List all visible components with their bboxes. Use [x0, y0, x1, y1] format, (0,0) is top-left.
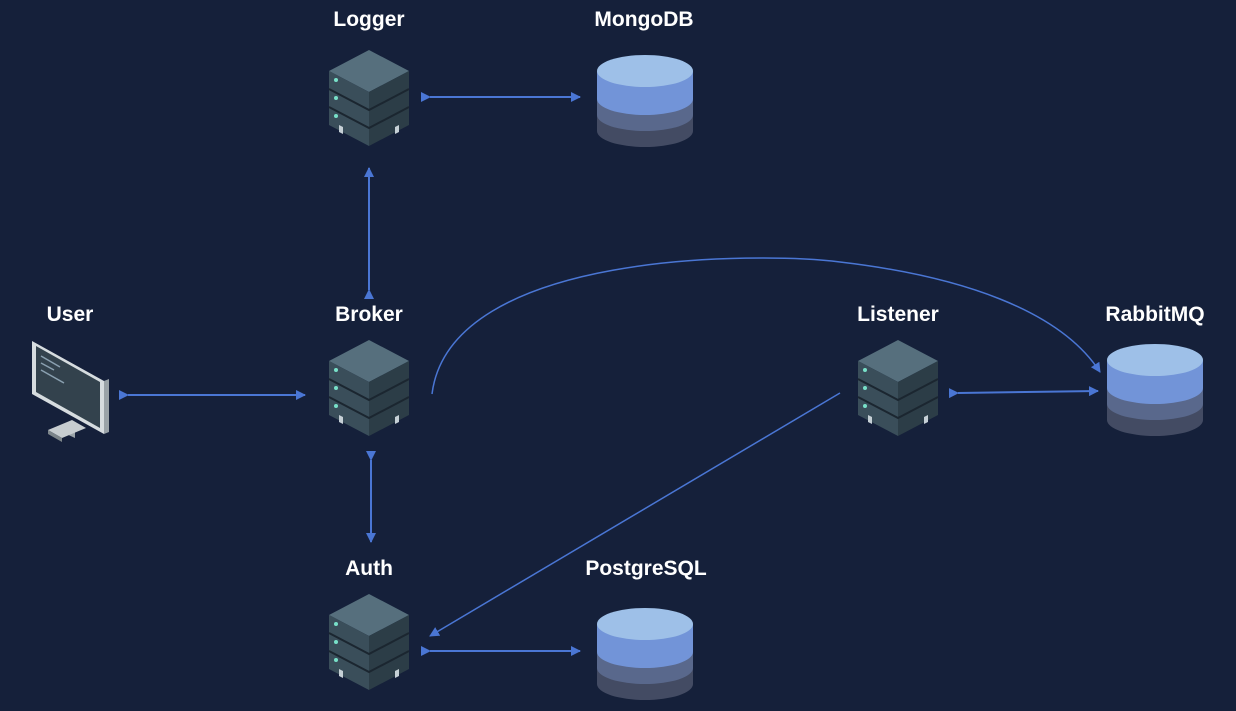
postgresql-label: PostgreSQL: [585, 557, 707, 580]
edges: [119, 92, 1101, 656]
user-label: User: [47, 303, 94, 326]
listener-server-icon: [857, 340, 939, 436]
rabbitmq-label: RabbitMQ: [1105, 303, 1204, 326]
broker-label: Broker: [335, 303, 403, 326]
user-monitor-icon: [32, 341, 109, 442]
logger-server-icon: [328, 50, 410, 146]
listener-auth-edge: [429, 392, 841, 637]
mongodb-label: MongoDB: [594, 8, 693, 31]
mongodb-database-icon: [597, 55, 693, 147]
broker-rabbitmq-edge: [431, 257, 1101, 395]
postgresql-database-icon: [597, 608, 693, 700]
listener-label: Listener: [857, 303, 939, 326]
rabbitmq-database-icon: [1107, 344, 1203, 436]
auth-server-icon: [328, 594, 410, 690]
logger-label: Logger: [333, 8, 404, 31]
listener-rabbitmq-edge: [948, 386, 1099, 399]
broker-server-icon: [328, 340, 410, 436]
auth-label: Auth: [345, 557, 393, 580]
